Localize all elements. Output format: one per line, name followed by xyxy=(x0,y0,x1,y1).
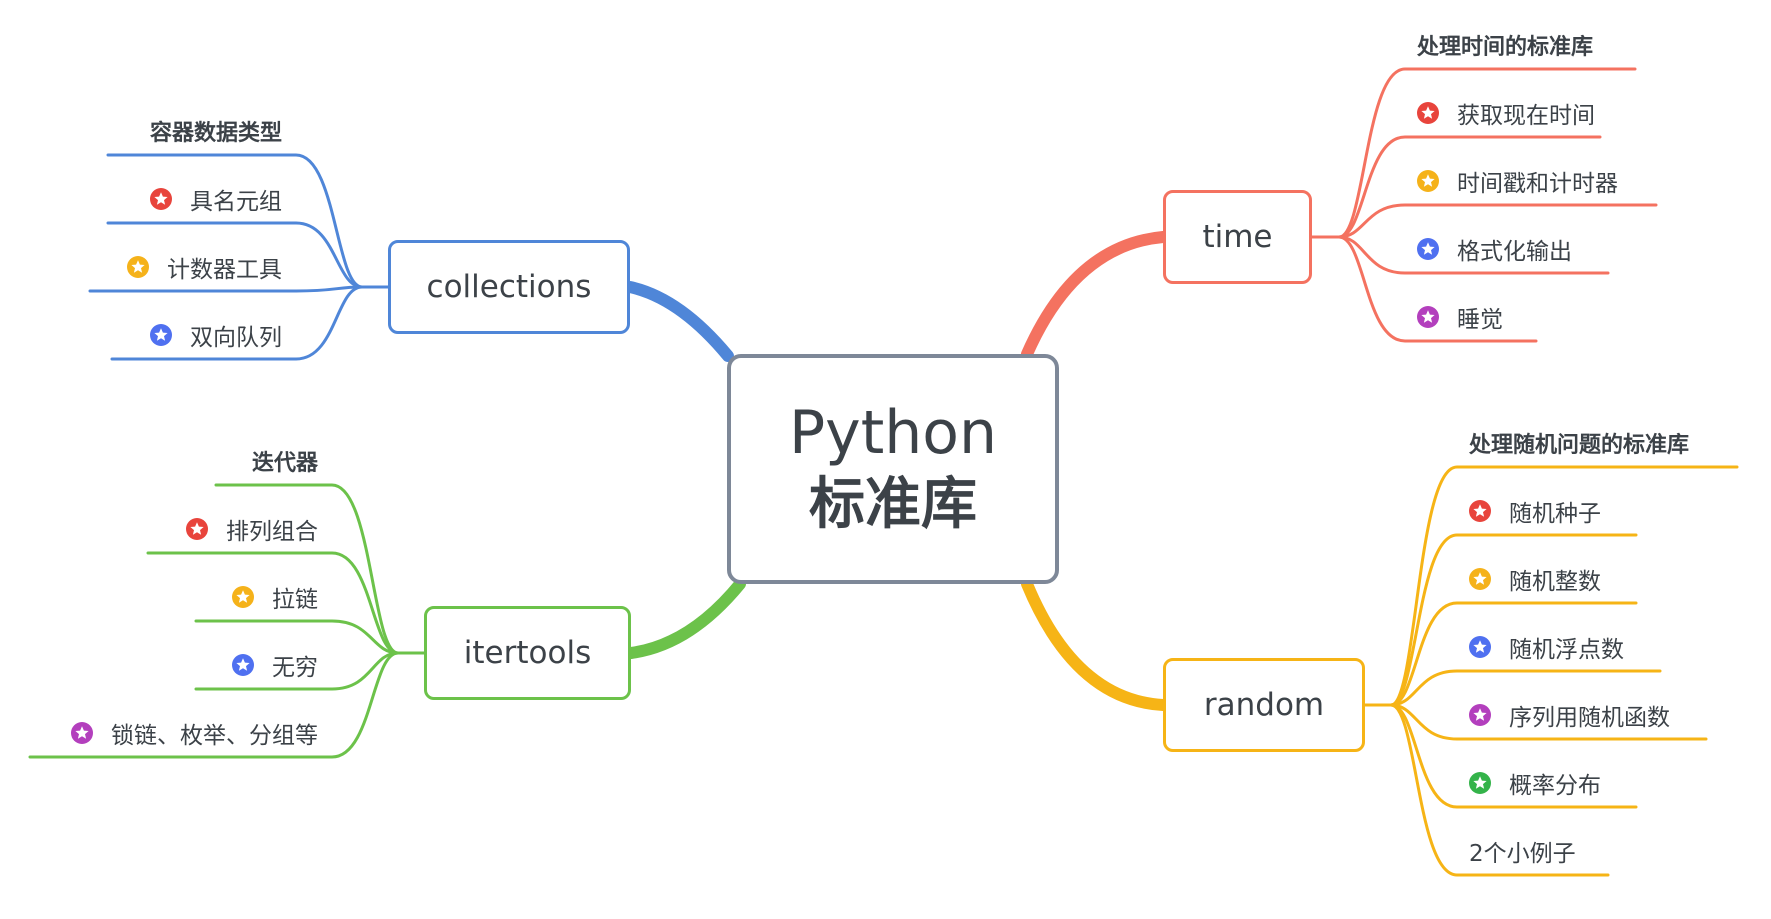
star-icon xyxy=(232,654,254,676)
time-item[interactable]: 获取现在时间 xyxy=(1417,93,1595,133)
collections-item[interactable]: 计数器工具 xyxy=(127,247,282,287)
collections-title: 容器数据类型 xyxy=(150,111,282,151)
connector-itertools-4 xyxy=(28,651,426,759)
random-item-label: 随机浮点数 xyxy=(1509,637,1624,663)
time-item-label: 时间戳和计时器 xyxy=(1457,171,1618,197)
branch-collections[interactable]: collections xyxy=(388,240,630,334)
collections-item[interactable]: 具名元组 xyxy=(150,179,282,219)
random-item[interactable]: 随机整数 xyxy=(1469,559,1601,599)
random-item-label: 随机整数 xyxy=(1509,569,1601,595)
central-topic-line1: Python xyxy=(789,398,997,468)
star-icon xyxy=(1417,170,1439,192)
itertools-item[interactable]: 锁链、枚举、分组等 xyxy=(71,713,318,753)
star-icon xyxy=(1417,238,1439,260)
itertools-title-label: 迭代器 xyxy=(251,451,318,476)
random-item[interactable]: 概率分布 xyxy=(1469,763,1601,803)
star-icon xyxy=(1469,568,1491,590)
star-icon xyxy=(150,324,172,346)
collections-item-label: 具名元组 xyxy=(190,189,282,215)
random-title: 处理随机问题的标准库 xyxy=(1469,423,1689,463)
star-icon xyxy=(150,188,172,210)
itertools-title: 迭代器 xyxy=(252,441,318,481)
random-item[interactable]: 2个小例子 xyxy=(1469,831,1576,871)
random-item-label: 2个小例子 xyxy=(1469,841,1576,867)
time-title: 处理时间的标准库 xyxy=(1417,25,1593,65)
connector-collections-2 xyxy=(88,285,390,293)
time-item[interactable]: 时间戳和计时器 xyxy=(1417,161,1618,201)
random-item-label: 序列用随机函数 xyxy=(1509,705,1670,731)
itertools-item[interactable]: 无穷 xyxy=(232,645,318,685)
random-item[interactable]: 随机种子 xyxy=(1469,491,1601,531)
trunk-itertools xyxy=(625,578,746,659)
star-icon xyxy=(232,586,254,608)
random-item[interactable]: 随机浮点数 xyxy=(1469,627,1624,667)
itertools-item[interactable]: 拉链 xyxy=(232,577,318,617)
random-item[interactable]: 序列用随机函数 xyxy=(1469,695,1670,735)
trunk-time xyxy=(1021,231,1169,360)
time-item[interactable]: 睡觉 xyxy=(1417,297,1503,337)
star-icon xyxy=(1417,306,1439,328)
central-topic[interactable]: Python 标准库 xyxy=(727,354,1059,584)
star-icon xyxy=(1417,102,1439,124)
branch-time[interactable]: time xyxy=(1163,190,1312,284)
collections-title-label: 容器数据类型 xyxy=(149,121,282,146)
itertools-item[interactable]: 排列组合 xyxy=(186,509,318,549)
trunk-random xyxy=(1021,578,1169,711)
random-item-label: 随机种子 xyxy=(1509,501,1601,527)
time-title-label: 处理时间的标准库 xyxy=(1417,35,1594,60)
itertools-item-label: 排列组合 xyxy=(226,519,318,545)
star-icon xyxy=(1469,500,1491,522)
collections-item-label: 计数器工具 xyxy=(167,257,282,283)
trunk-collections xyxy=(624,281,734,362)
random-item-label: 概率分布 xyxy=(1509,773,1601,799)
star-icon xyxy=(71,722,93,744)
time-item-label: 获取现在时间 xyxy=(1457,103,1595,129)
itertools-item-label: 无穷 xyxy=(272,655,318,681)
star-icon xyxy=(1469,636,1491,658)
star-icon xyxy=(1469,772,1491,794)
time-item-label: 睡觉 xyxy=(1457,307,1503,333)
connector-time-4 xyxy=(1310,235,1538,343)
central-topic-line2: 标准库 xyxy=(809,472,977,537)
itertools-item-label: 拉链 xyxy=(272,587,318,613)
time-item-label: 格式化输出 xyxy=(1457,239,1572,265)
connector-random-6 xyxy=(1363,703,1610,877)
connector-collections-3 xyxy=(110,285,390,361)
star-icon xyxy=(186,518,208,540)
branch-random[interactable]: random xyxy=(1163,658,1365,752)
collections-item-label: 双向队列 xyxy=(190,325,282,351)
branch-itertools[interactable]: itertools xyxy=(424,606,631,700)
star-icon xyxy=(1469,704,1491,726)
star-icon xyxy=(127,256,149,278)
time-item[interactable]: 格式化输出 xyxy=(1417,229,1572,269)
collections-item[interactable]: 双向队列 xyxy=(150,315,282,355)
itertools-item-label: 锁链、枚举、分组等 xyxy=(111,723,318,749)
random-title-label: 处理随机问题的标准库 xyxy=(1469,433,1690,458)
